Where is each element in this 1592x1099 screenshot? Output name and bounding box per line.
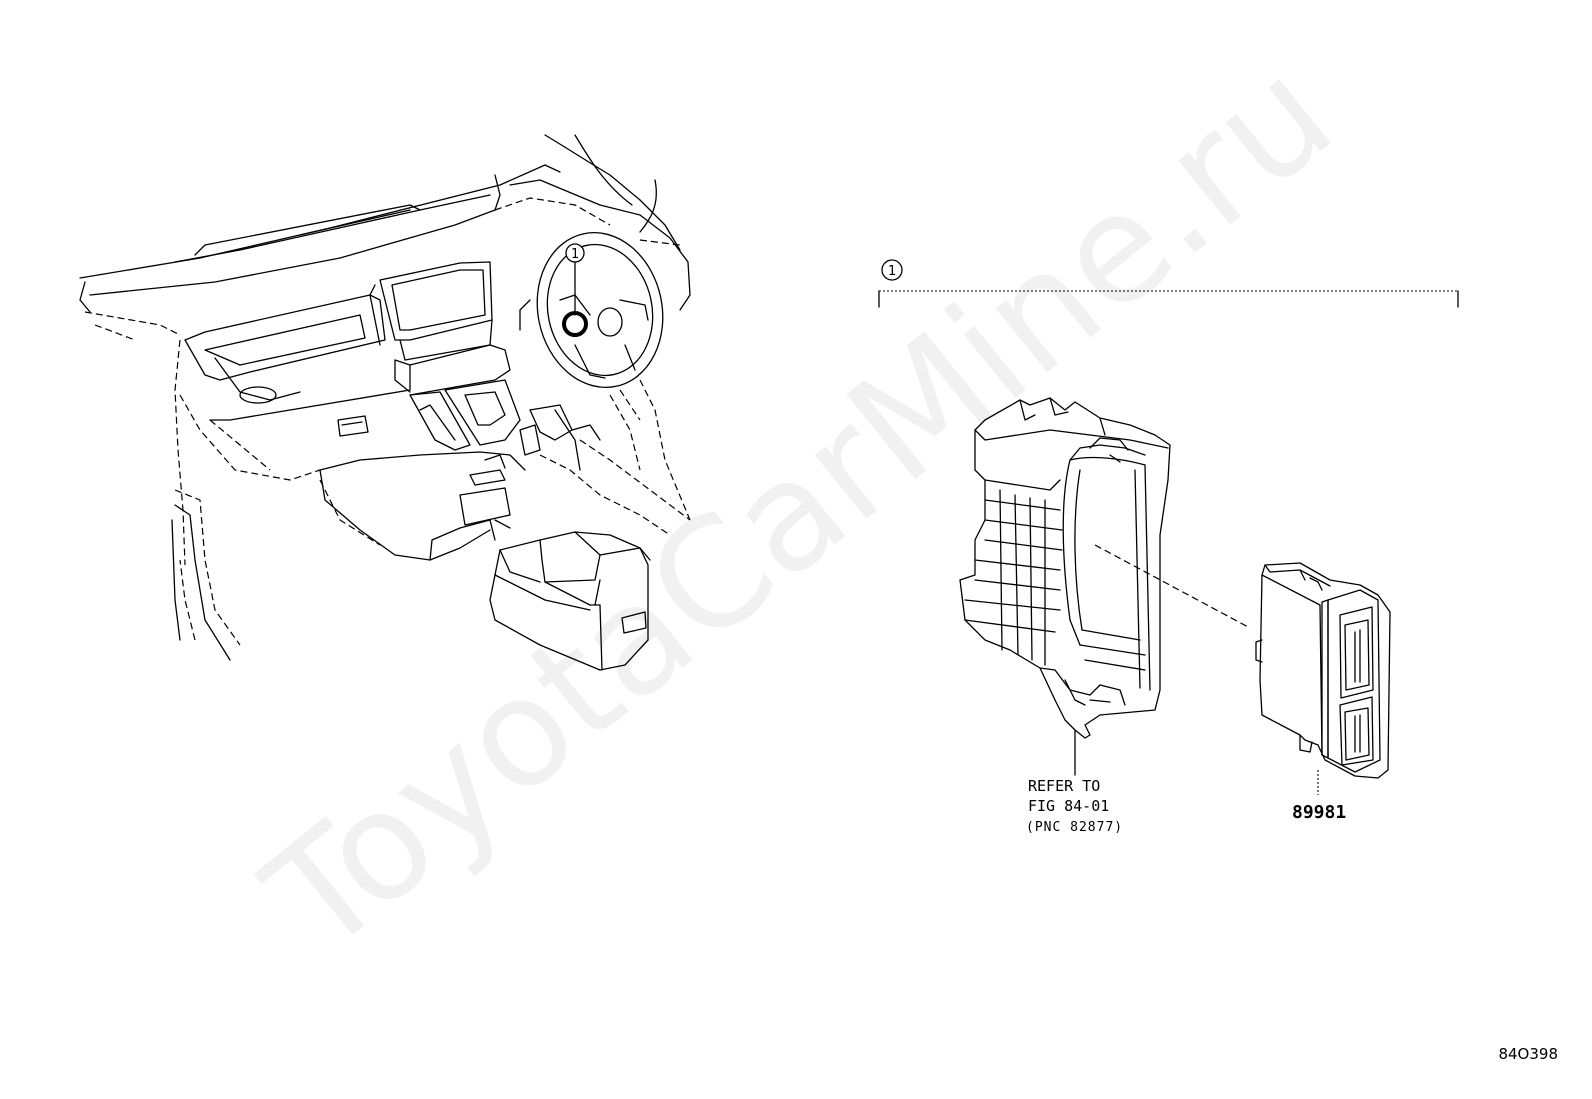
callout-1-number-right: 1 (888, 264, 896, 279)
ecu-module-89981 (1255, 562, 1391, 795)
callout-1-target (562, 311, 588, 337)
refer-label-line1: REFER TO (1028, 777, 1101, 795)
refer-label-line3: (PNC 82877) (1026, 820, 1124, 835)
ecu-bracket (959, 397, 1171, 776)
callout-bracket: 1 (878, 259, 1459, 308)
assembly-line (1094, 544, 1251, 629)
callout-1-circle-right (881, 259, 903, 281)
refer-label-line2: FIG 84-01 (1028, 797, 1110, 815)
figure-id: 84O398 (1498, 1045, 1558, 1063)
dashboard-illustration: 1 (79, 134, 691, 671)
callout-1-number-left: 1 (571, 247, 579, 262)
part-number-label: 89981 (1292, 802, 1347, 823)
